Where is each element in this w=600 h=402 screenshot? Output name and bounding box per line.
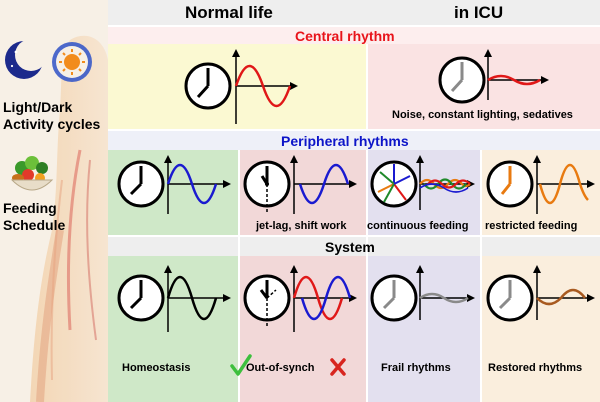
body-silhouette — [30, 35, 108, 402]
peripheral-restricted-clock — [486, 160, 534, 208]
peripheral-rhythms-title: Peripheral rhythms — [281, 133, 409, 149]
peripheral-jetlag-axes — [290, 155, 357, 214]
system-title: System — [325, 239, 375, 255]
cross-mark-icon — [330, 358, 346, 376]
moon-icon — [5, 39, 47, 79]
system-restored-wave — [536, 288, 586, 306]
system-homeostasis-clock — [117, 274, 165, 322]
header-in-icu: in ICU — [454, 3, 504, 22]
system-outofsynch-axes — [290, 265, 357, 332]
system-outofsynch-wave-red — [292, 276, 344, 320]
system-outofsynch-clock — [243, 274, 291, 326]
central-title-band — [108, 26, 600, 44]
sun-icon — [52, 42, 92, 82]
peripheral-normal-clock — [117, 160, 165, 208]
central-normal-clock — [184, 62, 232, 110]
food-bowl-icon — [10, 156, 54, 191]
central-normal-wave — [234, 64, 292, 108]
peripheral-jetlag-wave — [298, 163, 350, 205]
system-outofsynch-wave-blue — [300, 276, 352, 320]
restricted-feeding-caption: restricted feeding — [485, 220, 578, 232]
central-icu-axes — [484, 49, 549, 100]
continuous-feeding-caption: continuous feeding — [367, 220, 469, 232]
central-icu-wave — [487, 74, 541, 86]
peripheral-jetlag-clock — [243, 160, 291, 212]
homeostasis-caption: Homeostasis — [122, 362, 191, 374]
system-restored-clock — [486, 274, 534, 322]
header-normal-life: Normal life — [185, 3, 273, 22]
peripheral-normal-wave — [166, 163, 218, 205]
frail-rhythms-caption: Frail rhythms — [381, 362, 451, 374]
peripheral-restricted-wave — [538, 163, 589, 205]
system-frail-clock — [370, 274, 418, 322]
system-restored-axes — [533, 265, 595, 320]
header-background — [108, 0, 600, 26]
peripheral-title-band — [108, 130, 600, 150]
central-icu-caption: Noise, constant lighting, sedatives — [392, 109, 573, 121]
system-homeostasis-axes — [164, 265, 231, 332]
out-of-synch-caption: Out-of-synch — [246, 362, 315, 374]
check-mark-icon — [230, 354, 252, 376]
central-normal-panel — [108, 44, 367, 130]
system-homeostasis-wave — [166, 276, 218, 320]
system-title-band — [108, 236, 600, 256]
restored-rhythms-caption: Restored rhythms — [488, 362, 583, 374]
peripheral-continuous-clock — [370, 160, 418, 208]
peripheral-normal-axes — [164, 155, 231, 214]
central-icu-clock — [438, 56, 486, 104]
central-rhythm-title: Central rhythm — [295, 28, 395, 44]
jetlag-caption: jet-lag, shift work — [256, 220, 347, 232]
peripheral-continuous-waves — [419, 178, 471, 193]
system-homeostasis-panel — [108, 256, 239, 402]
central-normal-axes — [232, 49, 298, 124]
system-frail-wave — [419, 292, 469, 304]
